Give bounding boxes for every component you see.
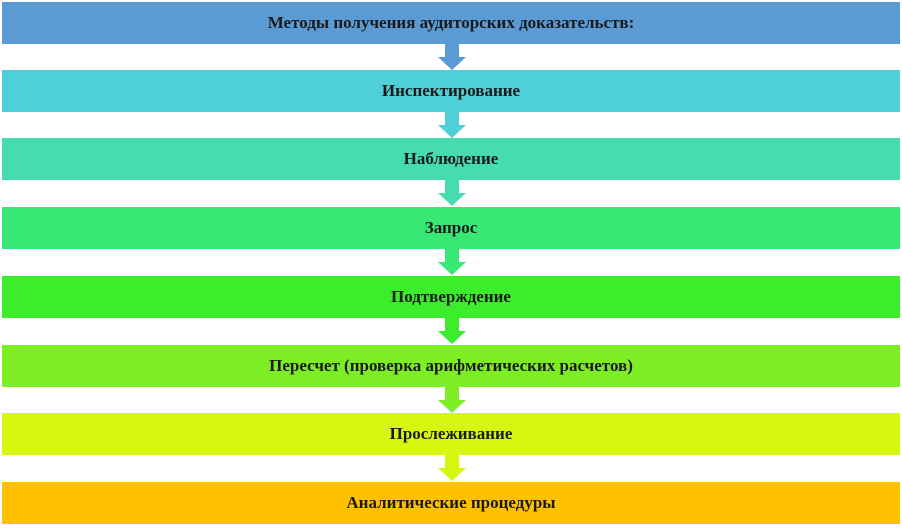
step-box-inquiry: Запрос: [2, 207, 900, 249]
step-label: Подтверждение: [391, 287, 511, 306]
step-label: Методы получения аудиторских доказательс…: [267, 13, 635, 32]
step-label: Инспектирование: [381, 81, 521, 100]
step-box-recalculation: Пересчет (проверка арифметических расчет…: [2, 345, 900, 387]
step-label: Пересчет (проверка арифметических расчет…: [269, 356, 633, 375]
arrow-down-icon: [438, 318, 466, 344]
arrow-down-icon: [438, 387, 466, 413]
arrow-down-icon: [438, 455, 466, 481]
arrow-down-icon: [438, 44, 466, 70]
step-box-tracing: Прослеживание: [2, 413, 900, 455]
arrow-down-icon: [438, 249, 466, 275]
step-label: Запрос: [424, 218, 478, 237]
step-box-observation: Наблюдение: [2, 138, 900, 180]
arrow-down-icon: [438, 180, 466, 206]
step-box-analytical-procedures: Аналитические процедуры: [2, 482, 900, 524]
step-label: Аналитические процедуры: [346, 493, 556, 512]
step-label: Наблюдение: [403, 149, 499, 168]
step-label: Прослеживание: [389, 424, 513, 443]
step-box-confirmation: Подтверждение: [2, 276, 900, 318]
arrow-down-icon: [438, 112, 466, 138]
step-box-header: Методы получения аудиторских доказательс…: [2, 2, 900, 44]
step-box-inspection: Инспектирование: [2, 70, 900, 112]
